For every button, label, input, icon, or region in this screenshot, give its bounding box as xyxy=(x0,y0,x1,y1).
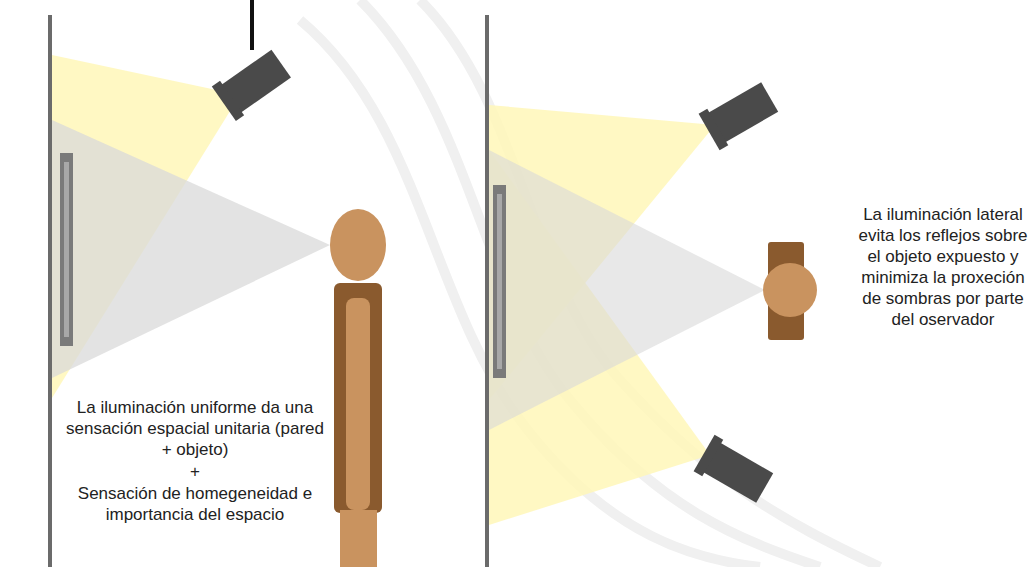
observer-top-view xyxy=(763,242,817,340)
spotlight xyxy=(694,435,776,506)
wall xyxy=(48,15,52,567)
picture xyxy=(497,194,502,369)
picture-frame xyxy=(60,153,73,346)
vision-cone xyxy=(489,150,765,430)
picture-frame xyxy=(493,185,506,378)
plus-sign: + xyxy=(60,461,330,482)
caption-note: Sensación de homegeneidad e importancia … xyxy=(60,483,330,525)
caption-note: La iluminación uniforme da una sensación… xyxy=(60,397,330,460)
observer-figure xyxy=(330,209,386,567)
spotlight xyxy=(699,79,781,150)
watermark-curves xyxy=(300,0,880,567)
lamp-cable xyxy=(250,0,254,50)
spotlight xyxy=(212,46,293,121)
picture xyxy=(64,162,69,337)
wall xyxy=(485,15,489,567)
side-note: La iluminación lateral evita los reflejo… xyxy=(857,204,1029,330)
vision-cone xyxy=(52,120,330,378)
